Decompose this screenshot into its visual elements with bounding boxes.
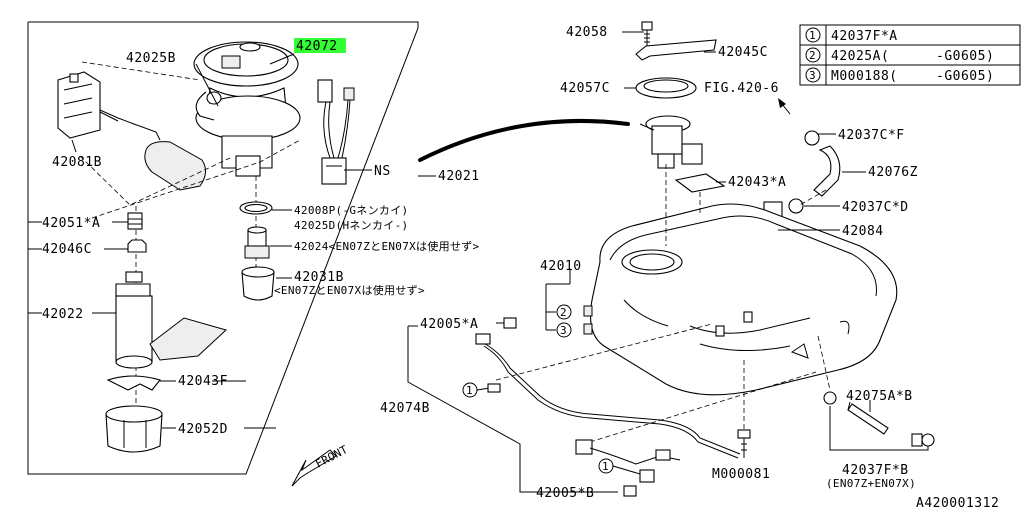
label-42052D: 42052D (178, 422, 228, 437)
cushion-42051A (127, 212, 143, 230)
grommet-42046C (127, 239, 147, 253)
legend-note-3: -G0605) (936, 69, 994, 84)
label-fig-420-6: FIG.420-6 (704, 81, 779, 96)
front-arrow: FRONT (291, 443, 350, 487)
legend-num-1: 1 (809, 29, 816, 42)
clamp-42037CD (788, 198, 804, 214)
label-42051A: 42051*A (42, 216, 100, 231)
label-42025D: 42025D(Hネンカイ-) (294, 219, 408, 232)
hose-42075AB (823, 391, 935, 447)
label-42045C: 42045C (718, 45, 768, 60)
label-42037FB: 42037F*B (842, 463, 909, 478)
hose-42076Z (813, 145, 841, 197)
label-42021: 42021 (438, 169, 480, 184)
label-M000081: M000081 (712, 467, 770, 482)
callout-2: 2 (560, 306, 567, 319)
callout-3: 3 (560, 324, 567, 337)
label-42043F: 42043F (178, 374, 228, 389)
label-42037CF: 42037C*F (838, 128, 905, 143)
label-NS: NS (374, 164, 391, 179)
label-42024: 42024<EN07ZとEN07Xは使用せず> (294, 240, 480, 253)
pump-assembly-frame (27, 21, 419, 475)
holder-42052D (105, 405, 163, 453)
pump-module-top (639, 115, 703, 169)
callout-1b: 1 (602, 460, 609, 473)
label-42010: 42010 (540, 259, 582, 274)
label-42057C: 42057C (560, 81, 610, 96)
label-42005A: 42005*A (420, 317, 478, 332)
bolt-M000081 (737, 429, 751, 458)
label-42084: 42084 (842, 224, 884, 239)
label-42043A: 42043*A (728, 175, 786, 190)
label-42025B: 42025B (126, 51, 176, 66)
highlight-42072 (294, 38, 346, 53)
label-42022: 42022 (42, 307, 84, 322)
legend-note-2: -G0605) (936, 49, 994, 64)
legend-num-3: 3 (809, 69, 816, 82)
legend-part-3: M000188( (831, 69, 898, 84)
label-42074B: 42074B (380, 401, 430, 416)
label-42031B-note: <EN07ZとEN07Xは使用せず> (274, 284, 425, 297)
label-42072: 42072 (296, 39, 338, 54)
label-diagram-id: A420001312 (916, 496, 999, 511)
bolts-42010 (545, 270, 593, 338)
label-42005B: 42005*B (536, 486, 594, 501)
legend-part-1: 42037F*A (831, 29, 898, 44)
tube-42074B (481, 341, 741, 455)
label-42076Z: 42076Z (868, 165, 918, 180)
label-42081B: 42081B (52, 155, 102, 170)
legend-table: 1 2 3 42037F*A 42025A( M000188( -G0605) … (799, 24, 1021, 86)
label-42058: 42058 (566, 25, 608, 40)
pad-42043A (674, 173, 726, 193)
bolt-42058 (641, 21, 653, 48)
plate-42045C (635, 39, 717, 61)
filter-42043F (106, 375, 161, 391)
legend-num-2: 2 (809, 49, 816, 62)
label-42008P: 42008P(-Gネンカイ) (294, 204, 408, 217)
label-42046C: 42046C (42, 242, 92, 257)
filter-42024 (244, 226, 270, 259)
callout-1a: 1 (466, 384, 473, 397)
legend-part-2: 42025A( (831, 49, 889, 64)
label-front: FRONT (313, 443, 350, 471)
label-42031B: 42031B (294, 270, 344, 285)
clamp-42037CF (804, 130, 820, 146)
fuel-pump-bracket (193, 41, 301, 177)
label-42037CD: 42037C*D (842, 200, 909, 215)
fuel-pump-42022 (115, 271, 227, 369)
fuel-sender-unit (57, 71, 206, 191)
bracket-42031B (241, 266, 275, 301)
wiring-harness (317, 79, 355, 185)
label-42037FB-note: (EN07Z+EN07X) (826, 477, 916, 490)
label-42075AB: 42075A*B (846, 389, 913, 404)
